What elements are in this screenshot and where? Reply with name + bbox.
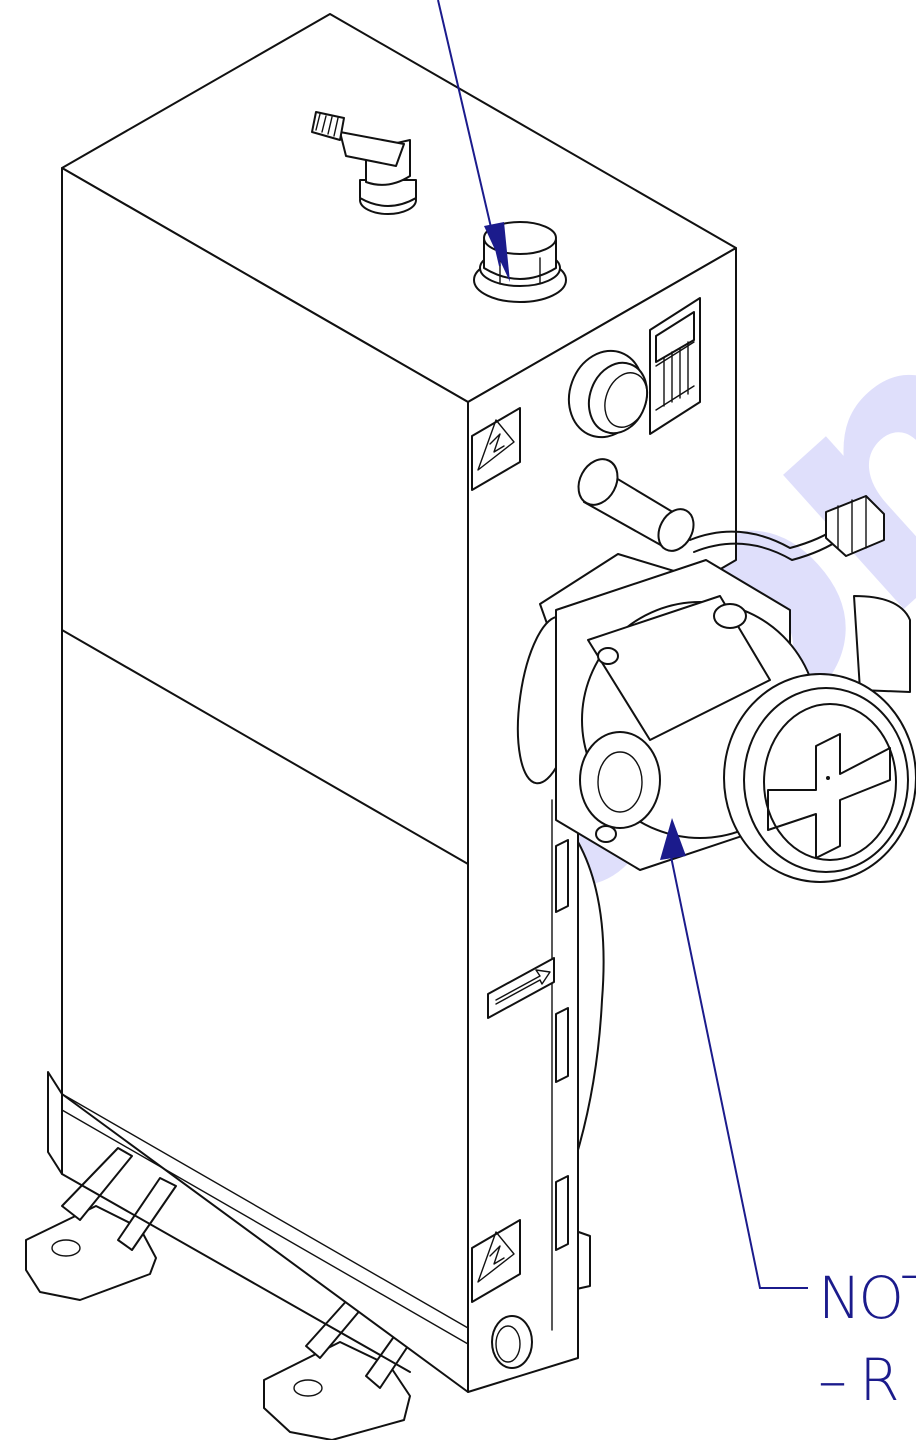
callout-note-line2: – R xyxy=(818,1346,897,1414)
base-foot-left xyxy=(25,1147,177,1301)
level-sight-glass xyxy=(567,349,649,439)
coupling-bellhousing xyxy=(577,841,605,1151)
base-foot-right xyxy=(263,1287,425,1440)
drain-plug xyxy=(491,1315,533,1369)
callout-leader-top xyxy=(437,0,510,282)
pressure-switch xyxy=(577,458,843,561)
side-slots xyxy=(555,839,569,1251)
callout-note-line1: NOT xyxy=(818,1264,916,1332)
cable-connector xyxy=(825,495,885,557)
callout-leader-bottom xyxy=(660,818,808,1289)
nameplate-label xyxy=(649,297,701,435)
warning-label-bottom xyxy=(471,1219,521,1303)
motor-housing xyxy=(516,553,916,883)
warning-label-top xyxy=(471,407,521,491)
breather-elbow-fitting xyxy=(311,111,417,215)
direction-arrow-label xyxy=(487,957,555,1019)
